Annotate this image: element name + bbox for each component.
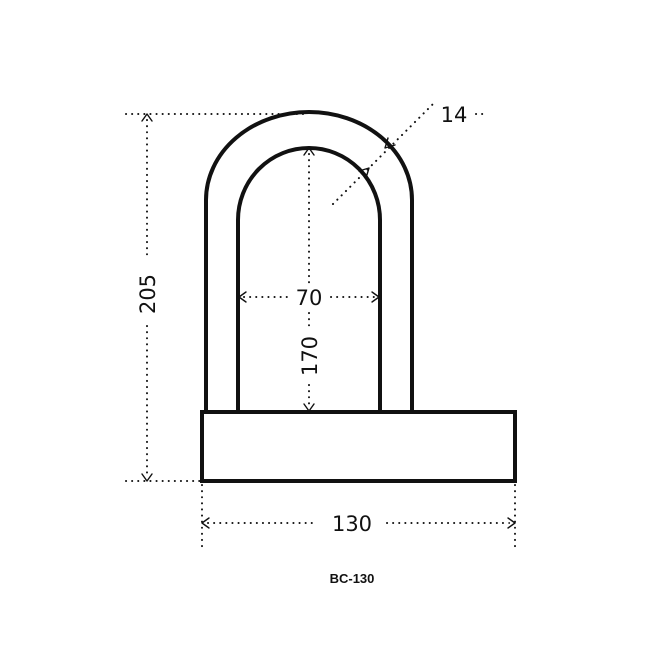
overall-height-arrow-bottom	[141, 473, 153, 482]
thickness-arrow-outer	[384, 137, 396, 149]
inner-height-arrow-bottom	[303, 403, 315, 412]
thickness-leader-line	[332, 103, 434, 205]
inner-width-arrow-right	[371, 291, 380, 303]
body-width-label: 130	[332, 512, 372, 536]
body-width-arrow-left	[201, 517, 210, 529]
inner-width-arrow-left	[238, 291, 247, 303]
body-width-arrow-right	[507, 517, 516, 529]
inner-height-arrow-top	[303, 147, 315, 156]
overall-height-arrow-top	[141, 113, 153, 122]
thickness-label: 14	[441, 103, 468, 127]
model-label: BC-130	[330, 571, 375, 586]
thickness-arrow-inner	[358, 167, 370, 179]
overall-height-label: 205	[136, 274, 160, 314]
inner-height-label: 170	[298, 336, 322, 376]
inner-width-label: 70	[296, 286, 323, 310]
lock-body	[200, 410, 517, 483]
